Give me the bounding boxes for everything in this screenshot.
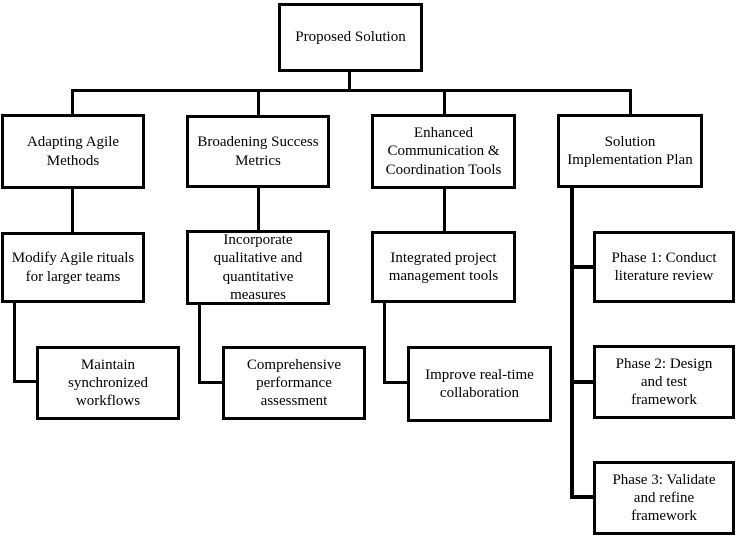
edge-plan-to-phase3	[570, 495, 593, 499]
node-enhanced-communication-tools: Enhanced Communication & Coordination To…	[371, 114, 516, 189]
node-integrated-project-tools: Integrated project management tools	[371, 231, 516, 303]
node-phase2-design-test-framework: Phase 2: Design and test framework	[593, 345, 735, 419]
edge-comm-to-sub1	[443, 189, 446, 232]
edge-comm-sub2-horizontal	[383, 381, 408, 384]
edge-agile-sub2-horizontal	[13, 380, 37, 383]
edge-metrics-to-sub1	[257, 188, 260, 231]
edge-stub-branch-metrics	[257, 89, 260, 116]
edge-comm-sub2-vertical	[383, 303, 386, 384]
node-broadening-success-metrics: Broadening Success Metrics	[186, 115, 330, 188]
edge-metrics-sub2-horizontal	[198, 381, 223, 384]
edge-plan-to-phase1	[570, 265, 593, 269]
node-maintain-synchronized-workflows: Maintain synchronized workflows	[36, 346, 180, 420]
edge-root-stem	[348, 72, 351, 91]
node-solution-implementation-plan: Solution Implementation Plan	[557, 114, 703, 188]
node-comprehensive-performance-assessment: Comprehensive performance assessment	[222, 346, 366, 420]
node-improve-realtime-collaboration: Improve real-time collaboration	[407, 346, 552, 422]
edge-metrics-sub2-vertical	[198, 305, 201, 384]
node-phase3-validate-refine-framework: Phase 3: Validate and refine framework	[593, 461, 735, 535]
edge-branches-bus	[71, 89, 632, 92]
edge-stub-branch-comm	[443, 89, 446, 115]
node-proposed-solution: Proposed Solution	[278, 3, 423, 72]
node-adapting-agile-methods: Adapting Agile Methods	[1, 114, 145, 189]
edge-stub-branch-agile	[71, 89, 74, 115]
edge-agile-to-sub1	[71, 189, 74, 233]
edge-stub-branch-plan	[629, 89, 632, 115]
node-modify-agile-rituals: Modify Agile rituals for larger teams	[1, 232, 145, 303]
edge-plan-to-phase2	[570, 380, 593, 384]
node-incorporate-measures: Incorporate qualitative and quantitative…	[186, 230, 330, 305]
edge-plan-spine	[570, 188, 574, 499]
node-phase1-literature-review: Phase 1: Conduct literature review	[593, 231, 735, 303]
edge-agile-sub2-vertical	[13, 303, 16, 383]
